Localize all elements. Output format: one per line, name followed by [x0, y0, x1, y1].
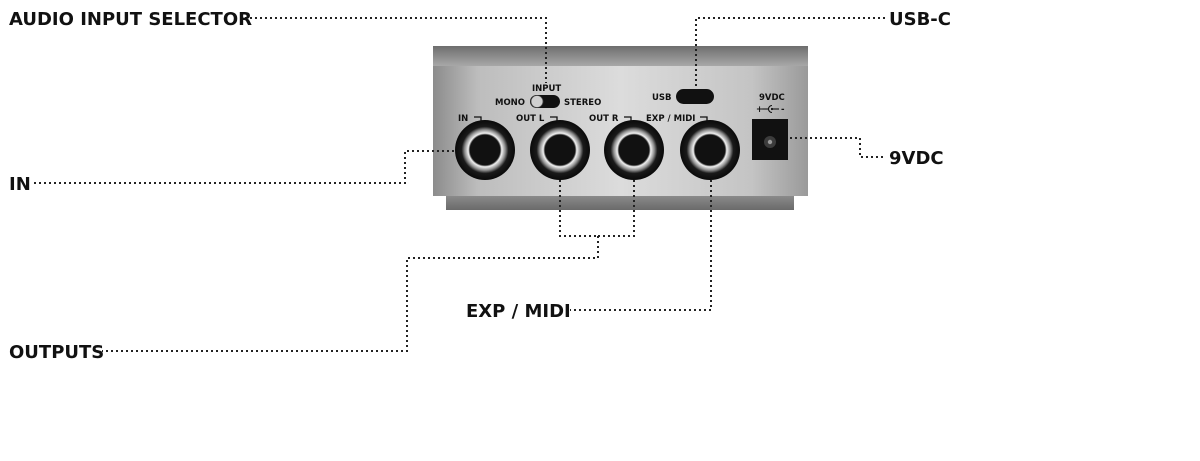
jack-label-out-l-bracket	[550, 116, 558, 122]
enclosure-top-edge	[433, 46, 808, 66]
leader-outputs-right	[598, 180, 635, 237]
leader-audio-input-selector	[245, 17, 547, 83]
usb-c-port-group: USB	[652, 89, 714, 104]
jack-label-out-r-bracket	[624, 116, 632, 122]
jack-label-exp-midi: EXP / MIDI	[646, 114, 695, 124]
power-jack-pin	[767, 139, 773, 145]
out-r-jack[interactable]	[604, 120, 664, 180]
callout-9vdc: 9VDC	[889, 148, 944, 169]
callout-outputs: OUTPUTS	[9, 342, 104, 363]
jack-label-out-l: OUT L	[516, 114, 545, 124]
input-selector-knob	[530, 95, 544, 108]
in-jack[interactable]	[455, 120, 515, 180]
power-plus-label: +	[756, 105, 763, 115]
leader-usb-c	[695, 17, 885, 90]
callout-usb-c: USB-C	[889, 9, 951, 30]
callout-exp-midi: EXP / MIDI	[466, 301, 571, 322]
jack-labels: IN OUT L OUT R EXP / MIDI	[458, 114, 708, 124]
leader-exp-midi	[570, 180, 712, 311]
usb-label: USB	[652, 93, 672, 103]
audio-input-selector: INPUT MONO STEREO	[495, 84, 601, 108]
jack-label-in: IN	[458, 114, 468, 124]
callout-in: IN	[9, 174, 31, 195]
stereo-label: STEREO	[564, 98, 601, 108]
exp-midi-jack[interactable]	[680, 120, 740, 180]
jack-label-exp-midi-bracket	[700, 116, 708, 122]
input-label: INPUT	[532, 84, 561, 94]
power-label: 9VDC	[759, 93, 785, 103]
power-minus-label: -	[781, 105, 785, 115]
leader-in	[34, 150, 456, 184]
jack-row	[455, 120, 740, 180]
callout-audio-input-selector: AUDIO INPUT SELECTOR	[9, 9, 252, 30]
jack-label-out-r: OUT R	[589, 114, 619, 124]
mono-label: MONO	[495, 98, 525, 108]
jack-label-in-bracket	[474, 116, 482, 122]
enclosure-base	[446, 196, 794, 210]
leader-outputs-left	[559, 180, 598, 237]
leader-lines	[34, 17, 886, 352]
leader-outputs	[102, 236, 599, 352]
usb-c-port[interactable]	[676, 89, 714, 104]
power-jack-group: 9VDC + -	[752, 93, 788, 160]
leader-9vdc	[790, 137, 886, 158]
polarity-icon	[762, 104, 779, 114]
callout-labels: AUDIO INPUT SELECTOR USB-C IN 9VDC EXP /…	[9, 9, 951, 363]
out-l-jack[interactable]	[530, 120, 590, 180]
